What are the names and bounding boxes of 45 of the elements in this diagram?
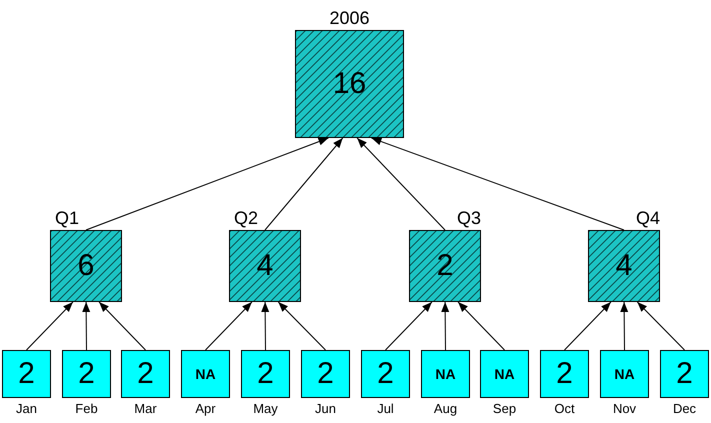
value-label: 2 [78,359,95,389]
arrow [458,302,505,350]
value-label: NA [195,367,216,381]
period-heading: 2006 [329,9,370,27]
month-label: Dec [672,402,696,415]
arrow [86,138,329,230]
value-label: 2 [377,359,394,389]
period-heading: Q3 [456,209,481,227]
arrow [356,138,446,230]
period-heading: Q4 [636,209,660,227]
month-label: Sep [492,402,516,415]
value-label: NA [435,367,456,381]
arrow [370,138,624,230]
value-label: 2 [317,359,334,389]
value-label: 2 [676,359,693,389]
period-heading: Q1 [55,209,80,227]
month-label: Aug [434,402,458,415]
arrow [636,302,685,350]
arrow [98,302,146,350]
month-label: Jun [315,402,336,415]
month-label: Mar [134,402,157,415]
arrow [82,302,90,350]
arrow [278,302,326,350]
value-label: 2 [18,359,35,389]
month-label: Feb [75,402,98,415]
arrow [26,302,74,350]
arrow [385,302,432,350]
arrow [261,302,270,350]
month-label: Nov [612,402,636,415]
arrow [264,138,344,230]
arrow [441,302,450,350]
month-label: May [253,402,278,415]
value-label: 2 [257,359,274,389]
value-label: 2 [137,359,154,389]
value-label: NA [494,367,515,381]
arrow [564,302,612,350]
month-label: Apr [195,402,216,415]
month-label: Oct [554,402,575,415]
value-label: NA [614,367,635,381]
value-label: 2 [556,359,573,389]
month-label: Jan [16,402,37,415]
arrow [620,302,628,350]
period-heading: Q2 [234,209,258,227]
month-label: Jul [377,402,394,415]
arrow [205,302,252,350]
